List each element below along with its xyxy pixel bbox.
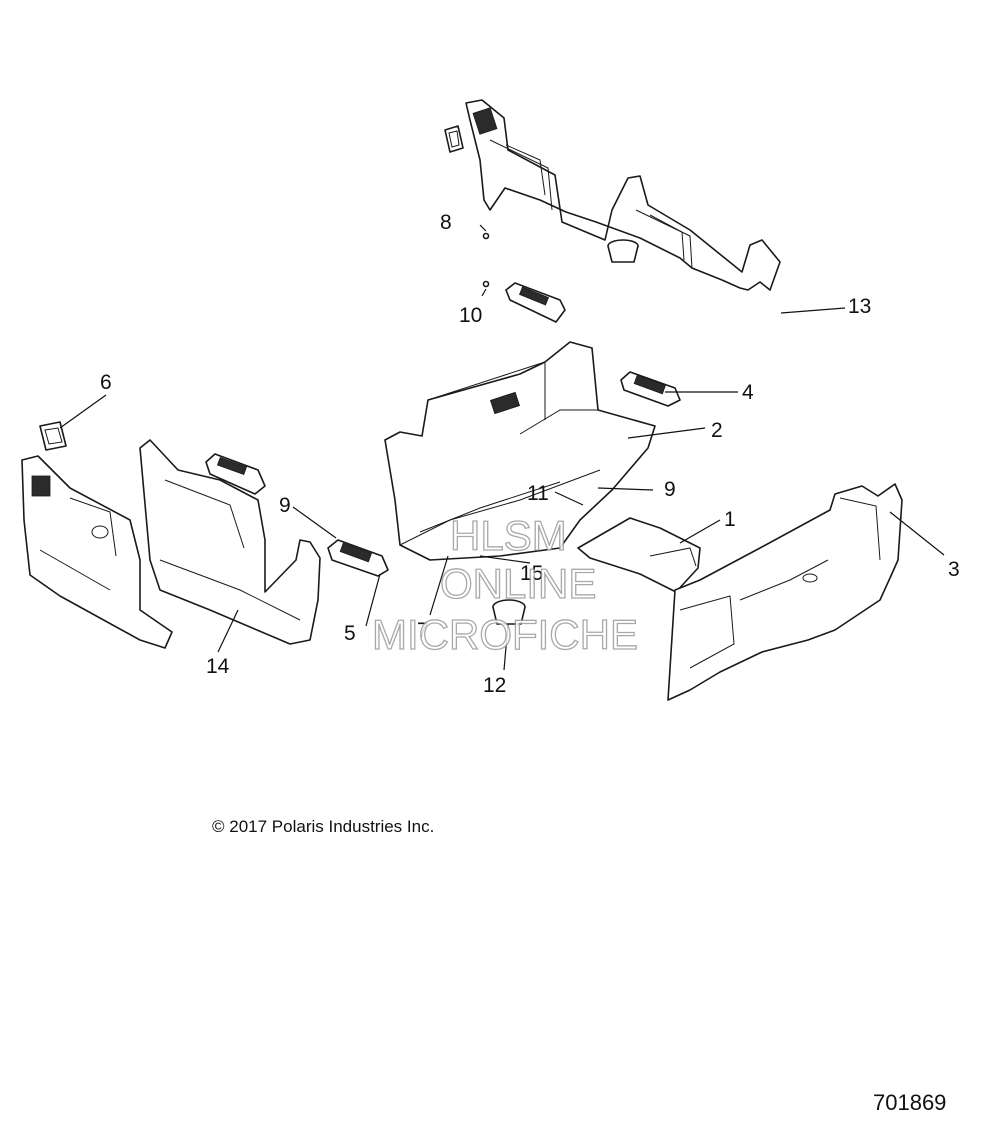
- drawing-number: 701869: [873, 1090, 947, 1115]
- callout-5: 5: [344, 622, 356, 645]
- watermark-line-3: MICROFICHE: [372, 611, 638, 658]
- watermark-line-2: ONLINE: [440, 560, 596, 607]
- bracket-part-6: [39, 421, 67, 451]
- callout-6: 6: [100, 371, 112, 394]
- fastener-part-10: [482, 280, 490, 288]
- callout-14: 14: [206, 655, 230, 678]
- footrest-left: [205, 453, 266, 495]
- watermark: HLSM ONLINE MICROFICHE: [371, 511, 638, 658]
- footrest-upper: [505, 282, 566, 323]
- left-panel-part-14: [139, 439, 321, 645]
- callout-12: 12: [483, 674, 506, 697]
- callout-8: 8: [440, 211, 452, 234]
- fastener-part-8: [482, 232, 490, 240]
- floor-pan-part-2: [384, 341, 656, 561]
- callout-labels: 1 2 3 4 5 6 7 8 9 9 10 11 12 13 14 15: [100, 211, 960, 697]
- bracket-part-upper: [444, 125, 464, 153]
- footrest-part-4: [620, 371, 681, 407]
- callout-9-left: 9: [279, 494, 291, 517]
- callout-15: 15: [520, 562, 543, 585]
- right-floor-part-3: [667, 483, 903, 701]
- callout-10: 10: [459, 304, 482, 327]
- cup-upper: [607, 239, 639, 263]
- callout-11: 11: [527, 482, 549, 505]
- plate-part-1: [577, 517, 701, 593]
- left-outer-panel: [21, 455, 173, 649]
- footrest-part-5: [327, 539, 389, 577]
- callout-13: 13: [848, 295, 871, 318]
- callout-2: 2: [711, 419, 723, 442]
- callout-4: 4: [742, 381, 754, 404]
- copyright-text: © 2017 Polaris Industries Inc.: [212, 817, 435, 836]
- callout-1: 1: [724, 508, 736, 531]
- callout-3: 3: [948, 558, 960, 581]
- rear-panel-part-13: [465, 99, 781, 291]
- callout-9-right: 9: [664, 478, 676, 501]
- callout-7: 7: [417, 619, 429, 642]
- cup-part-12: [492, 599, 526, 625]
- leader-lines: [59, 224, 945, 671]
- watermark-line-1: HLSM: [450, 512, 567, 559]
